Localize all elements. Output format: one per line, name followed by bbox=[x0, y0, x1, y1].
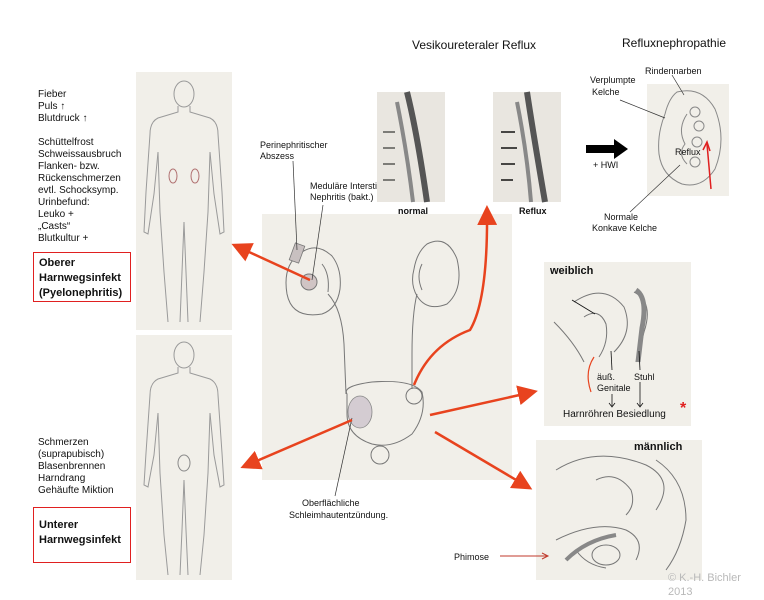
copyright-line1: © K.-H. Bichler bbox=[668, 572, 741, 584]
female-panel bbox=[544, 262, 691, 426]
male-title: männlich bbox=[634, 441, 683, 453]
lower-symptom-item: (suprapubisch) bbox=[38, 449, 105, 460]
label-reflux-inner: Reflux bbox=[675, 147, 701, 157]
label-normale-1: Normale bbox=[604, 212, 639, 222]
label-hwi: + HWI bbox=[593, 160, 619, 170]
reflux-reflux-image bbox=[493, 91, 561, 203]
mucosal-inflammation bbox=[347, 395, 373, 429]
male-panel bbox=[536, 440, 702, 580]
upper-symptom-item: Fieber bbox=[38, 89, 67, 100]
label-abszess-2: Abszess bbox=[260, 151, 295, 161]
upper-symptom-item: Flanken- bzw. bbox=[38, 161, 100, 172]
label-medullaer-1: Meduläre Interstitielle bbox=[310, 181, 396, 191]
label-verplumpte-1: Verplumpte bbox=[590, 75, 636, 85]
lower-symptom-item: Harndrang bbox=[38, 473, 86, 484]
lower-symptom-item: Schmerzen bbox=[38, 437, 89, 448]
nephropathy-panel bbox=[647, 84, 729, 196]
upper-symptom-item: evtl. Schocksymp. bbox=[38, 185, 119, 196]
black-progression-arrow bbox=[586, 139, 628, 159]
female-star: * bbox=[680, 400, 687, 417]
label-medullaer-2: Nephritis (bakt.) bbox=[310, 192, 374, 202]
upper-body-panel bbox=[136, 72, 232, 330]
label-rindennarben: Rindennarben bbox=[645, 66, 702, 76]
lower-body-panel bbox=[136, 335, 232, 580]
label-aeuss-1: äuß. bbox=[597, 372, 616, 382]
reflux-red-arrow bbox=[706, 143, 712, 190]
kidney-right-mark bbox=[190, 168, 200, 184]
arrow-to-lower-infection bbox=[240, 418, 353, 470]
upper-symptom-item: Blutdruck ↑ bbox=[38, 113, 88, 124]
arrow-to-upper-infection bbox=[231, 243, 311, 282]
lower-symptom-item: Gehäufte Miktion bbox=[38, 485, 114, 496]
title-refluxnephropathie: Refluxnephropathie bbox=[622, 36, 727, 50]
reflux-normal-image bbox=[377, 91, 445, 203]
arrow-to-female bbox=[429, 385, 538, 417]
reflux-normal-drawing bbox=[383, 91, 430, 203]
upper-infection-box: Oberer Harnwegsinfekt (Pyelonephritis) bbox=[33, 252, 131, 302]
upper-box-line1: Oberer bbox=[39, 257, 76, 269]
upper-symptom-item: Blutkultur + bbox=[38, 233, 89, 244]
male-anatomy-drawing bbox=[555, 455, 687, 571]
upper-symptom-item: „Casts“ bbox=[38, 221, 71, 232]
female-anatomy-drawing bbox=[553, 287, 648, 393]
upper-body-figure bbox=[143, 80, 225, 323]
bladder-mark bbox=[177, 454, 191, 472]
upper-symptom-item: Schweissausbruch bbox=[38, 149, 122, 160]
lower-body-figure bbox=[143, 341, 225, 576]
upper-symptom-item: Leuko + bbox=[38, 209, 74, 220]
label-phimose: Phimose bbox=[454, 552, 490, 562]
upper-box-line2: Harnwegsinfekt bbox=[39, 272, 121, 284]
copyright-line2: 2013 bbox=[668, 586, 693, 598]
upper-symptom-item: Urinbefund: bbox=[38, 197, 90, 208]
label-reflux: Reflux bbox=[519, 206, 547, 216]
upper-symptom-item: Schüttelfrost bbox=[38, 137, 94, 148]
label-normale-2: Konkave Kelche bbox=[592, 223, 658, 233]
lower-symptom-item: Blasenbrennen bbox=[38, 461, 106, 472]
label-schleim-2: Schleimhautentzündung. bbox=[289, 510, 389, 520]
label-besiedlung: Harnröhren Besiedlung bbox=[563, 409, 666, 420]
arrow-to-male bbox=[434, 430, 533, 490]
upper-symptom-item: Puls ↑ bbox=[38, 101, 66, 112]
right-kidney bbox=[412, 240, 460, 308]
female-title: weiblich bbox=[550, 265, 594, 277]
lower-infection-box: Unterer Harnwegsinfekt bbox=[33, 507, 131, 563]
label-schleim-1: Oberflächliche bbox=[302, 498, 360, 508]
lower-box-line2: Harnwegsinfekt bbox=[39, 534, 121, 546]
label-aeuss-2: Genitale bbox=[597, 383, 631, 393]
urinary-tract-panel bbox=[262, 214, 512, 480]
reflux-reflux-drawing bbox=[501, 91, 548, 203]
upper-symptom-item: Rückenschmerzen bbox=[38, 173, 121, 184]
label-normal: normal bbox=[398, 206, 429, 216]
label-verplumpte-2: Kelche bbox=[592, 87, 620, 97]
upper-box-line3: (Pyelonephritis) bbox=[39, 287, 123, 299]
left-kidney bbox=[285, 247, 341, 316]
lower-box-line1: Unterer bbox=[39, 519, 79, 531]
urethra-ring bbox=[370, 445, 390, 465]
arrow-to-reflux bbox=[412, 205, 498, 386]
urinary-tract-drawing bbox=[285, 240, 460, 465]
label-abszess-1: Perinephritischer bbox=[260, 140, 328, 150]
ureteral-orifice-ring bbox=[405, 387, 423, 405]
kidney-left-mark bbox=[168, 168, 178, 184]
nephropathy-kidney-drawing bbox=[658, 90, 722, 190]
bladder bbox=[345, 381, 424, 446]
perinephric-abscess bbox=[288, 242, 306, 264]
title-vesikoureteraler-reflux: Vesikoureteraler Reflux bbox=[412, 38, 537, 52]
label-stuhl: Stuhl bbox=[634, 372, 655, 382]
